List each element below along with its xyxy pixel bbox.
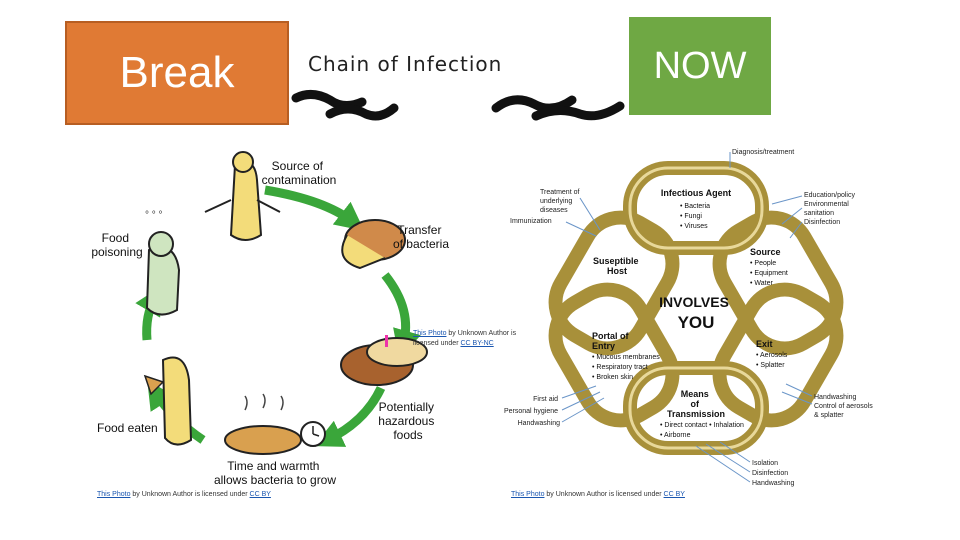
break-box: Break <box>65 21 289 125</box>
cycle-arrows <box>135 185 421 447</box>
callout-education: Education/policy Environmental sanitatio… <box>804 192 857 226</box>
chain-banner-graphic <box>291 90 625 121</box>
now-label: NOW <box>653 44 747 87</box>
portal-link-title: Portal of Entry <box>592 331 631 351</box>
bacteria-source-figure <box>204 151 281 241</box>
sick-figure: ° ° ° <box>145 210 181 316</box>
hazardous-food-figure <box>340 335 428 386</box>
callout-lines <box>561 152 813 483</box>
svg-text:° ° °: ° ° ° <box>145 210 163 221</box>
photo-link-right[interactable]: This Photo <box>511 491 545 498</box>
portal-link-items: • Mucous membranes • Respiratory tract •… <box>592 354 662 381</box>
callout-treatment: Treatment of underlying diseases <box>540 189 581 214</box>
license-link-right[interactable]: CC BY <box>663 491 685 498</box>
chain-links-diagram: INVOLVES YOU Infectious Agent • Bacteria… <box>504 149 875 487</box>
photo-link-center[interactable]: This Photo <box>413 330 447 337</box>
license-link-left[interactable]: CC BY <box>249 491 271 498</box>
callout-diagnosis: Diagnosis/treatment <box>732 149 794 156</box>
photo-credit-left: This Photo by Unknown Author is licensed… <box>97 491 271 498</box>
infectious-agent-title: Infectious Agent <box>661 188 731 198</box>
exit-link-items: • Aerosols • Splatter <box>756 352 789 369</box>
license-link-center[interactable]: CC BY-NC <box>460 340 494 347</box>
source-link-title: Source <box>750 247 781 257</box>
exit-link-title: Exit <box>756 339 773 349</box>
food-cycle-diagram: ° ° ° Source of contamination Transfer o… <box>91 151 449 487</box>
break-label: Break <box>119 48 235 97</box>
callout-immunization: Immunization <box>510 218 552 225</box>
label-source: Source of contamination <box>262 159 337 187</box>
chain-title: Chain of Infection <box>308 52 503 76</box>
transfer-figure <box>341 219 406 270</box>
photo-credit-right: This Photo by Unknown Author is licensed… <box>511 491 685 498</box>
involves-you-label: INVOLVES YOU <box>659 294 733 332</box>
photo-link-left[interactable]: This Photo <box>97 491 131 498</box>
label-food-poisoning: Food poisoning <box>91 231 142 259</box>
pie-clock-figure <box>224 393 326 455</box>
means-link-title: Means of Transmission <box>667 389 725 419</box>
source-link-items: • People • Equipment • Water <box>750 260 790 287</box>
callout-bottom: Isolation Disinfection Handwashing <box>752 460 795 487</box>
now-box: NOW <box>629 17 771 115</box>
food-eater-figure <box>143 356 193 446</box>
label-transfer: Transfer of bacteria <box>393 223 449 251</box>
callout-first-aid: First aid Personal hygiene Handwashing <box>504 396 560 427</box>
chain-highlights <box>628 166 764 450</box>
photo-credit-center: This Photo by Unknown Author is licensed… <box>413 330 517 347</box>
infectious-agent-items: • Bacteria • Fungi • Viruses <box>680 203 712 230</box>
label-time-warmth: Time and warmth allows bacteria to grow <box>214 459 336 487</box>
susceptible-link-title: Suseptible Host <box>593 256 641 276</box>
label-hazardous: Potentially hazardous foods <box>378 400 437 442</box>
means-link-items: • Direct contact • Inhalation • Airborne <box>660 422 746 439</box>
label-food-eaten: Food eaten <box>97 421 158 435</box>
callout-handwashing-right: Handwashing Control of aerosols & splatt… <box>814 394 875 419</box>
